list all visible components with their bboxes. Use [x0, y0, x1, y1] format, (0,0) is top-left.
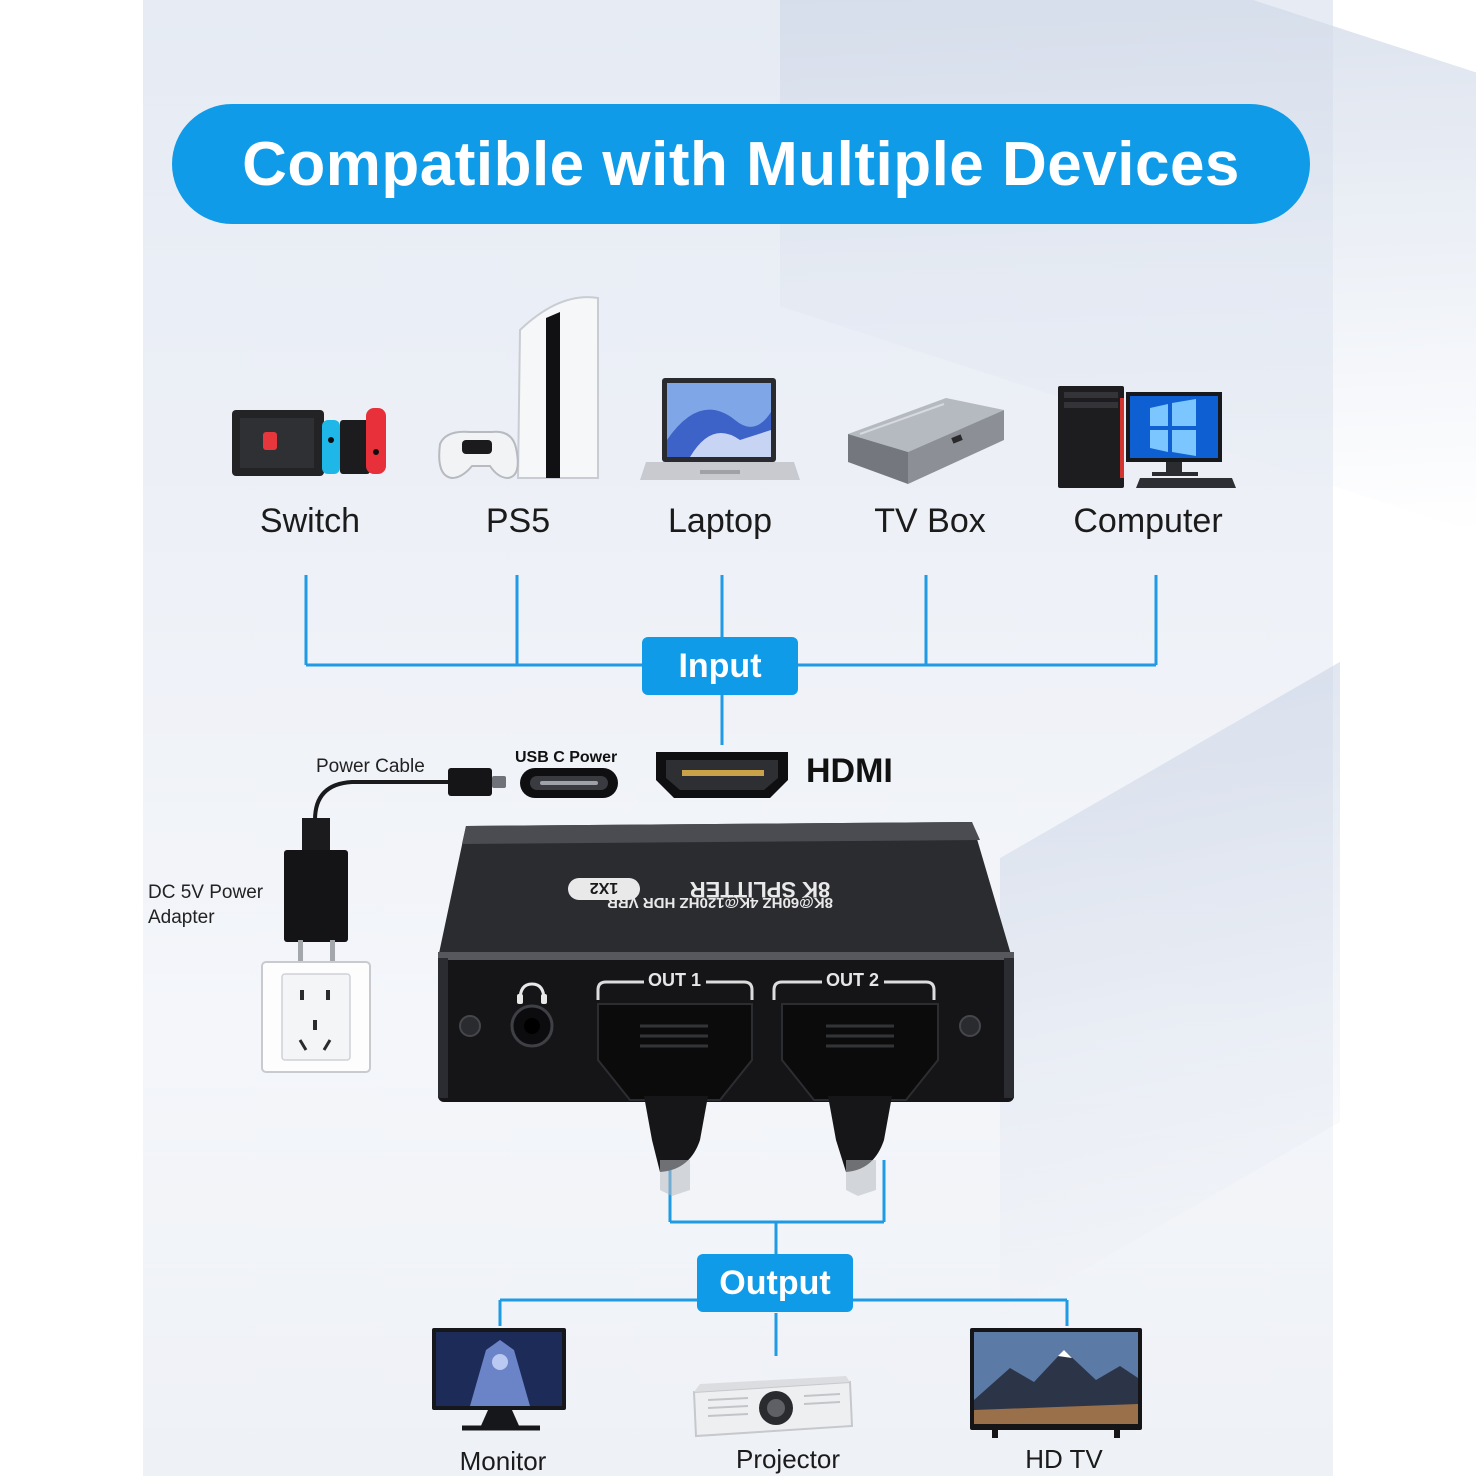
device-label-ps5: PS5: [485, 502, 551, 540]
device-label-monitor: Monitor: [459, 1446, 547, 1476]
input-connector-lines: [304, 575, 1158, 745]
projector-icon: [692, 1376, 854, 1438]
monitor-icon: [432, 1328, 566, 1431]
out2-port-label: OUT 2: [826, 970, 880, 990]
playstation-console-icon: [438, 296, 599, 480]
television-icon: [970, 1328, 1142, 1438]
hdmi-port-icon: [656, 752, 788, 798]
splitter-model-text: 1X2: [590, 879, 619, 896]
media-box-icon: [848, 398, 1004, 484]
page-title: Compatible with Multiple Devices: [172, 104, 1310, 224]
output-tag: Output: [697, 1254, 853, 1312]
splitter-name-text: 8K SPLITTER: [690, 877, 831, 902]
device-label-switch: Switch: [259, 502, 361, 540]
adapter-label: DC 5V Power Adapter: [148, 882, 264, 928]
laptop-icon: [640, 378, 800, 480]
power-cable-label: Power Cable: [316, 756, 425, 777]
usb-c-power-label: USB C Power: [515, 749, 618, 766]
input-tag: Input: [642, 637, 798, 695]
power-adapter-icon: [284, 768, 506, 964]
device-label-projector: Projector: [735, 1444, 841, 1474]
hdmi-label: HDMI: [806, 752, 893, 790]
device-label-tvbox: TV Box: [874, 502, 986, 540]
splitter-device: [438, 822, 1014, 1196]
game-console-icon: [232, 408, 386, 476]
device-label-computer: Computer: [1073, 502, 1223, 540]
out1-port-label: OUT 1: [648, 970, 702, 990]
splitter-spec-text: 8K@60HZ 4K@120HZ HDR VRR: [607, 894, 833, 911]
splitter-label-group: 8K@60HZ 4K@120HZ HDR VRR 8K SPLITTER 1X2: [568, 877, 833, 911]
device-label-laptop: Laptop: [668, 502, 772, 540]
device-label-hdtv: HD TV: [1025, 1444, 1103, 1474]
desktop-computer-icon: [1058, 386, 1236, 488]
usb-c-port-icon: [520, 768, 618, 798]
wall-socket-icon: [261, 961, 371, 1073]
